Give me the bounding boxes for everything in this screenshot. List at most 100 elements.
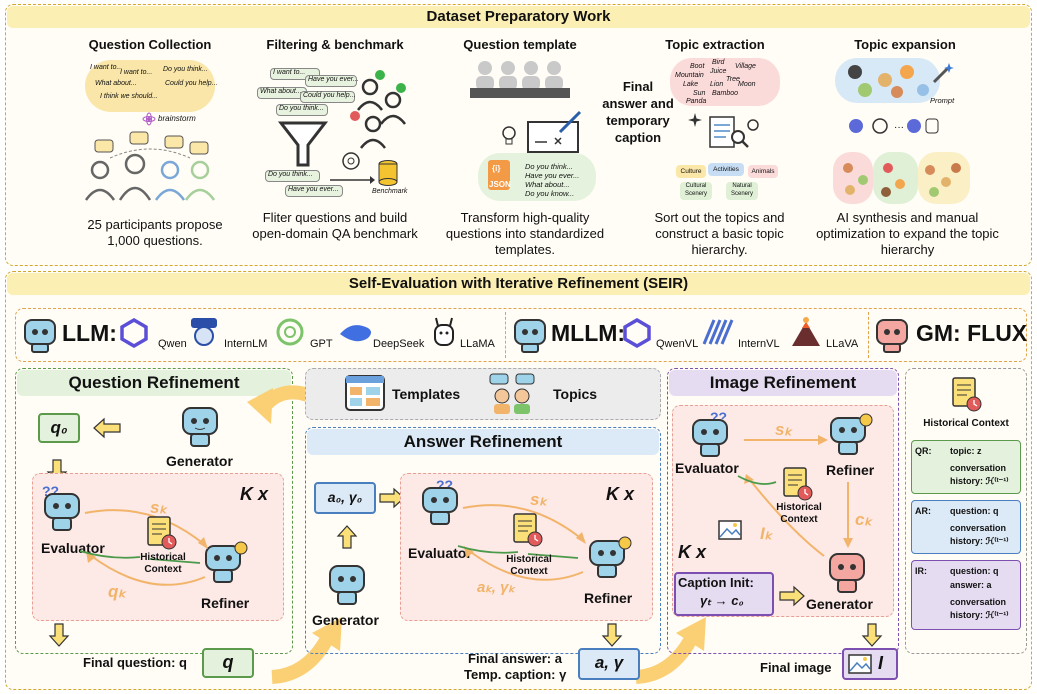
ar-title-band	[307, 429, 659, 455]
ir-final-label: Final image	[760, 660, 832, 675]
ar-loop-arrows	[457, 504, 586, 581]
internvl-icon	[702, 319, 734, 345]
qr-generator-robot	[182, 407, 218, 447]
ir-arrow-right	[779, 585, 805, 607]
final-answer-temporary-caption-note: Final answer and temporary caption	[602, 79, 674, 145]
hc-qr-line2: conversation	[950, 463, 1007, 473]
kept-bubble-text: Have you ever...	[288, 186, 339, 193]
search-document-icon	[709, 116, 759, 148]
qr-q0-label: q₀	[50, 418, 68, 437]
hc-qr-tag: QR:	[915, 446, 932, 456]
qr-refiner-label: Refiner	[201, 595, 250, 611]
ir-history-scroll-icon	[783, 467, 813, 501]
hc-qr-box	[911, 440, 1021, 494]
topic-category: Cultural Scenery	[680, 182, 712, 200]
stage-caption-question-collection: 25 participants propose 1,000 questions.	[87, 217, 223, 248]
dataset-preparatory-title: Dataset Preparatory Work	[426, 8, 611, 25]
historical-context-panel	[905, 368, 1027, 654]
qr-evaluator-label: Evaluator	[41, 540, 105, 556]
model-bar-divider-1	[505, 312, 506, 358]
topic-word: Bird	[712, 59, 725, 66]
kept-bubble	[265, 170, 320, 182]
ir-final-arrow-down	[861, 623, 883, 647]
llm-robot-icon	[24, 319, 56, 353]
qwenvl-icon	[623, 317, 651, 349]
bubble-text: I think we should...	[100, 93, 158, 100]
qr-history-scroll-icon	[147, 516, 177, 550]
hc-ar-tag: AR:	[915, 506, 931, 516]
ir-refiner-label: Refiner	[826, 462, 875, 478]
qr-loop-arrows	[79, 509, 208, 586]
topic-category: Natural Scenery	[726, 182, 758, 200]
bubble-text: I want to...	[120, 69, 153, 76]
ar-final-label-2: Temp. caption: γ	[464, 667, 567, 682]
hc-ir-line1b: answer: a	[950, 580, 992, 590]
topic-word: Juice	[710, 68, 727, 75]
ir-evaluator-robot: ??	[692, 409, 728, 457]
ir-ik: Iₖ	[760, 524, 772, 543]
model-bar	[15, 308, 1027, 362]
llama-label: LLaMA	[460, 338, 495, 350]
lightbulb-icon	[502, 126, 516, 145]
bubble-text: Could you help...	[165, 80, 218, 87]
openai-icon	[342, 152, 360, 170]
topic-word: Lake	[683, 81, 699, 88]
gpt-label: GPT	[310, 338, 333, 350]
llava-label: LLaVA	[826, 338, 859, 350]
bubble-text: What about...	[95, 80, 137, 87]
ar-a0-box	[314, 482, 376, 514]
ir-kx: K x	[678, 542, 707, 562]
ar-evaluator-label: Evaluator	[408, 545, 472, 561]
topic-word: Village	[735, 63, 756, 70]
stage-heading-filtering: Filtering & benchmark	[266, 37, 404, 52]
mllm-robot-icon	[514, 319, 546, 353]
bubble-text: I want to...	[90, 64, 123, 71]
svg-text:···: ···	[894, 122, 904, 133]
answer-refinement-panel	[305, 427, 661, 654]
ir-final-image-icon	[848, 654, 872, 674]
topic-word: Moon	[738, 81, 756, 88]
bubble-text: Do you think...	[163, 66, 208, 73]
ir-caption-init-label: Caption Init:	[678, 575, 754, 590]
ar-title: Answer Refinement	[403, 432, 563, 451]
filter-bubble-text: What about...	[260, 88, 302, 95]
image-refinement-panel	[667, 368, 899, 654]
ar-kx: K x	[606, 484, 635, 504]
ar-arrow-right	[379, 487, 405, 509]
sparkle-icon	[688, 113, 702, 127]
hc-ir-line3: history: ℋ⁽ᵗ⁻¹⁾	[950, 610, 1009, 620]
hc-ar-box	[911, 500, 1021, 554]
ar-akgk: aₖ, γₖ	[477, 579, 515, 596]
hc-ir-line2: conversation	[950, 597, 1007, 607]
llama-icon	[434, 317, 454, 346]
stage-heading-topic-extraction: Topic extraction	[665, 37, 765, 52]
expansion-cloud-mid	[873, 152, 918, 204]
magic-wand-icon	[932, 63, 954, 84]
filter-bubble-text: Have you ever...	[308, 76, 359, 83]
qr-history-label: Historical Context	[140, 552, 186, 575]
qr-generator-label: Generator	[166, 453, 233, 469]
qwen-icon	[120, 317, 148, 349]
seir-title-band	[7, 273, 1030, 295]
ar-sk: sₖ	[530, 490, 547, 509]
qwenvl-label: QwenVL	[656, 338, 699, 350]
funnel-icon	[277, 121, 329, 167]
mllm-label: MLLM:	[551, 320, 626, 346]
qr-kx: K x	[240, 484, 269, 504]
internlm-label: InternLM	[224, 338, 268, 350]
qwen-label: Qwen	[158, 338, 187, 350]
topics-icon	[489, 373, 535, 414]
qr-final-label: Final question: q	[83, 655, 187, 670]
qr-final-box	[202, 648, 254, 678]
qr-qk: qₖ	[108, 582, 126, 601]
filter-bubble	[300, 91, 355, 103]
hc-ar-line3: history: ℋ⁽ᵗ⁻¹⁾	[950, 536, 1009, 546]
json-file-icon	[488, 160, 510, 190]
stage-caption-filtering: Fliter questions and build open-domain Q…	[252, 210, 418, 241]
dataset-preparatory-panel	[5, 4, 1032, 266]
benchmark-label: Benchmark	[372, 188, 408, 195]
ar-refiner-label: Refiner	[584, 590, 633, 606]
ir-caption-init-box	[674, 572, 774, 616]
filter-bubble-text: I want to...	[273, 69, 306, 76]
model-chain-icons: ···	[849, 118, 939, 134]
